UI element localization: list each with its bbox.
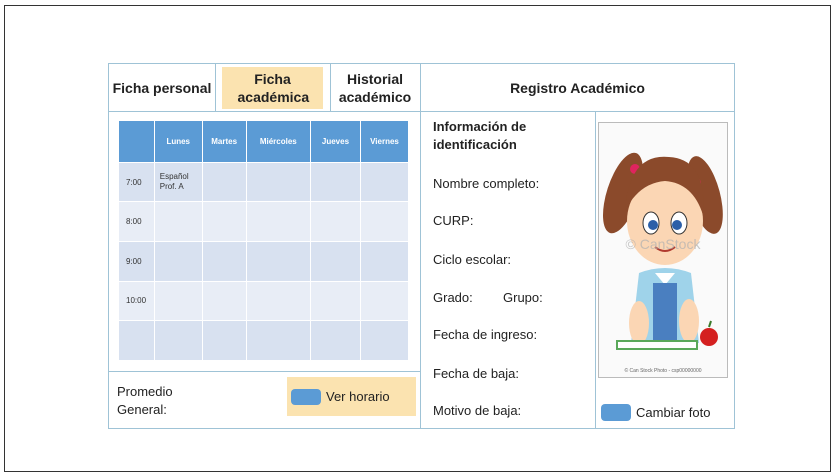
ver-horario-button[interactable]: Ver horario xyxy=(287,377,416,416)
class-cell[interactable] xyxy=(359,280,410,322)
class-cell[interactable] xyxy=(359,320,410,361)
schedule-table: Lunes Martes Miércoles Jueves Viernes 7:… xyxy=(118,120,410,361)
class-cell[interactable] xyxy=(359,241,410,282)
info-heading: Información de identificación xyxy=(433,119,527,152)
class-cell[interactable] xyxy=(309,280,361,322)
time-cell: 8:00 xyxy=(118,201,155,242)
schedule-header: Jueves xyxy=(309,120,361,163)
class-cell[interactable] xyxy=(245,161,311,203)
time-cell xyxy=(118,320,155,361)
grupo-label: Grupo: xyxy=(503,290,543,305)
class-cell[interactable] xyxy=(153,280,203,322)
table-row: 7:00 Español Prof. A xyxy=(118,161,410,203)
class-cell[interactable] xyxy=(245,241,311,282)
class-cell[interactable] xyxy=(201,161,247,203)
tab-divider xyxy=(215,64,216,111)
schedule-header: Miércoles xyxy=(245,120,311,163)
schedule-header: Viernes xyxy=(359,120,410,163)
camera-icon xyxy=(601,403,631,421)
tab-historial-academico[interactable]: Historial académico xyxy=(338,71,412,105)
nombre-completo-label: Nombre completo: xyxy=(433,176,540,191)
motivo-baja-label: Motivo de baja: xyxy=(433,403,522,418)
curp-label: CURP: xyxy=(433,213,474,228)
calendar-icon xyxy=(291,388,321,405)
fecha-baja-label: Fecha de baja: xyxy=(433,366,520,381)
schedule-header: Martes xyxy=(201,120,247,163)
class-cell[interactable] xyxy=(309,320,361,361)
grado-label: Grado: xyxy=(433,290,473,305)
time-cell: 10:00 xyxy=(118,280,155,322)
class-cell[interactable] xyxy=(201,280,247,322)
class-cell[interactable] xyxy=(153,320,203,361)
watermark-text: © CanStock xyxy=(626,236,702,252)
table-row: 8:00 xyxy=(118,201,410,242)
tabs-bottom-border xyxy=(108,111,735,112)
cambiar-foto-button[interactable]: Cambiar foto xyxy=(599,400,727,424)
column-divider xyxy=(420,64,421,428)
photo-caption: © Can Stock Photo - csp00000000 xyxy=(624,368,702,374)
time-cell: 7:00 xyxy=(118,161,155,203)
fecha-ingreso-label: Fecha de ingreso: xyxy=(433,327,538,342)
class-cell[interactable] xyxy=(245,201,311,242)
average-label: Promedio General: xyxy=(117,384,173,417)
tab-ficha-academica[interactable]: Ficha académica xyxy=(237,71,310,105)
class-cell[interactable] xyxy=(309,161,361,203)
class-cell[interactable] xyxy=(245,280,311,322)
schedule-header: Lunes xyxy=(153,120,203,163)
schedule-corner xyxy=(118,120,155,163)
schedule-bottom-border xyxy=(108,371,420,372)
class-cell[interactable] xyxy=(153,241,203,282)
table-row: 9:00 xyxy=(118,241,410,282)
ciclo-escolar-label: Ciclo escolar: xyxy=(433,252,512,267)
girl-illustration: © CanStock xyxy=(602,152,723,350)
class-cell[interactable] xyxy=(201,201,247,242)
tab-ficha-personal[interactable]: Ficha personal xyxy=(112,80,212,96)
class-cell[interactable] xyxy=(359,161,410,203)
class-cell[interactable]: Español Prof. A xyxy=(153,161,203,203)
class-cell[interactable] xyxy=(201,320,247,361)
class-cell[interactable] xyxy=(153,201,203,242)
tab-registro-academico[interactable]: Registro Académico xyxy=(510,80,645,96)
table-row: 10:00 xyxy=(118,280,410,322)
class-cell[interactable] xyxy=(201,241,247,282)
class-cell[interactable] xyxy=(309,201,361,242)
tab-divider xyxy=(330,64,331,111)
class-cell[interactable] xyxy=(245,320,311,361)
class-cell[interactable] xyxy=(359,201,410,242)
active-tab-highlight xyxy=(222,67,323,109)
outer-frame xyxy=(4,5,831,472)
class-cell[interactable] xyxy=(309,241,361,282)
photo-divider xyxy=(595,111,596,428)
student-photo: © CanStock © Can Stock Photo - csp000000… xyxy=(598,122,728,378)
student-card xyxy=(108,63,735,429)
table-row xyxy=(118,320,410,361)
time-cell: 9:00 xyxy=(118,241,155,282)
